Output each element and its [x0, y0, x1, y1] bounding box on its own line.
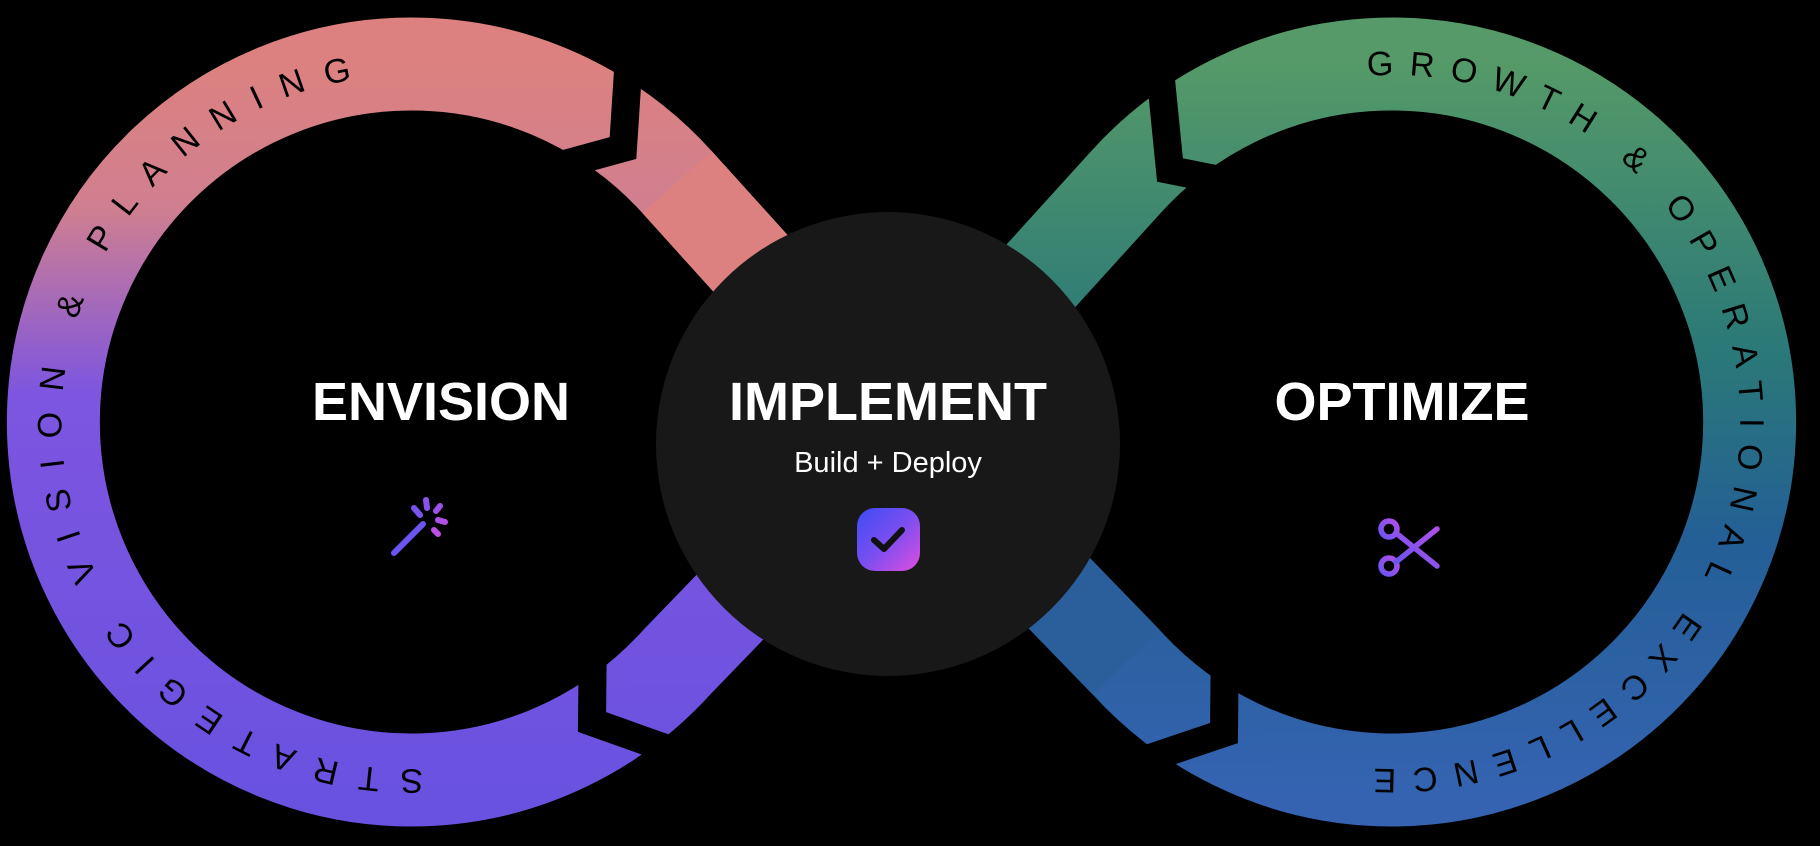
envision-title: ENVISION — [312, 372, 570, 432]
checkbox-icon — [857, 508, 920, 571]
optimize-circle — [1081, 111, 1703, 733]
left-loop-band — [6, 17, 936, 827]
implement-circle — [656, 212, 1120, 676]
implement-subtitle: Build + Deploy — [794, 447, 982, 479]
magic-wand-icon — [391, 497, 448, 556]
implement-title: IMPLEMENT — [729, 372, 1047, 432]
optimize-title: OPTIMIZE — [1275, 372, 1530, 432]
right-loop-band — [866, 17, 1797, 827]
envision-circle — [100, 111, 722, 733]
scissors-icon — [1378, 518, 1440, 577]
